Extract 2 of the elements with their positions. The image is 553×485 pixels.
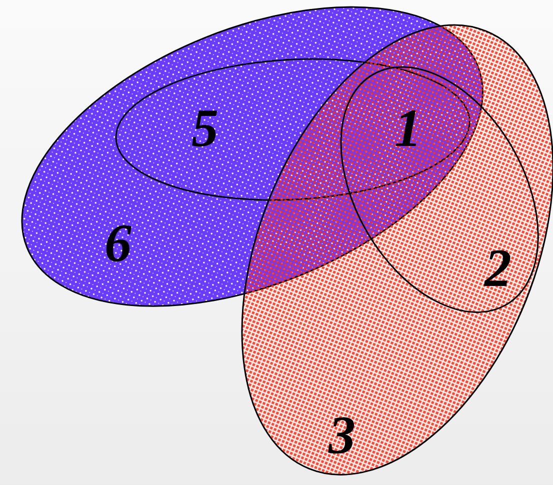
ellipse-region — [242, 25, 553, 475]
ellipse-region — [341, 67, 539, 313]
